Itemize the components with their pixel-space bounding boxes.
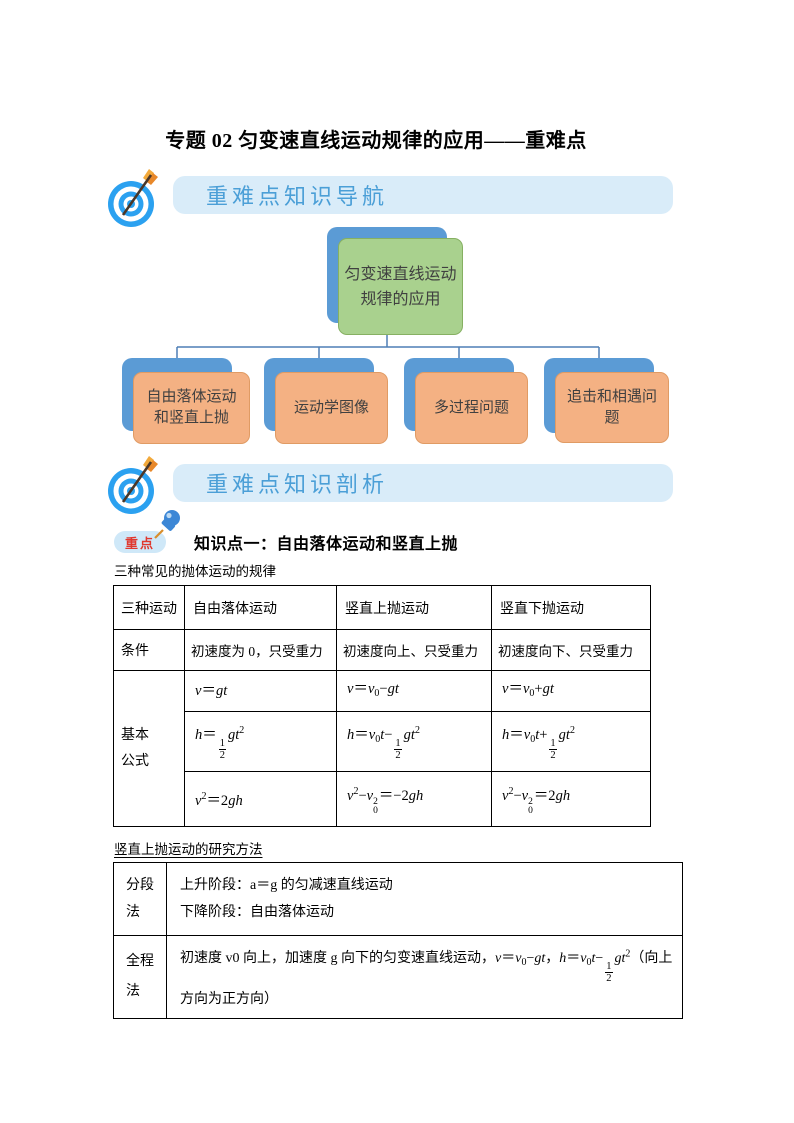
formula: v＝gt xyxy=(195,683,228,699)
banner-nav-label: 重难点知识导航 xyxy=(206,184,389,209)
flow-child-node-2: 运动学图像 xyxy=(275,372,388,444)
flow-root-node: 匀变速直线运动 规律的应用 xyxy=(338,238,463,335)
flow-root-label: 匀变速直线运动 规律的应用 xyxy=(344,265,457,308)
three-motions-table: 三种运动 自由落体运动 竖直上抛运动 竖直下抛运动 条件 初速度为 0，只受重力… xyxy=(113,585,651,827)
method-table: 分段 法 上升阶段：a＝g 的匀减速直线运动 下降阶段：自由落体运动 全程 法 … xyxy=(113,862,683,1019)
formula-cell: v＝gt xyxy=(184,670,337,712)
header-cell: 竖直上抛运动 xyxy=(336,585,492,630)
table-cell: 初速度 v0 向上，加速度 g 向下的匀变速直线运动，v＝v0−gt，h＝v0t… xyxy=(166,935,683,1019)
flow-child-node-1: 自由落体运动 和竖直上抛 xyxy=(133,372,250,444)
page-title: 专题 02 匀变速直线运动规律的应用——重难点 xyxy=(165,130,587,152)
pushpin-icon xyxy=(154,510,180,539)
table-cell: 初速度向上、只受重力 xyxy=(336,629,492,671)
segment-method-row: 分段 法 上升阶段：a＝g 的匀减速直线运动 下降阶段：自由落体运动 xyxy=(113,862,683,936)
formula-cell: v2＝2gh xyxy=(184,771,337,827)
header-cell: 自由落体运动 xyxy=(184,585,337,630)
header-cell: 三种运动 xyxy=(113,585,185,630)
formula-row-v: 基本 公式 v＝gt v＝v0−gt v＝v0+gt xyxy=(113,670,651,827)
table-header-row: 三种运动 自由落体运动 竖直上抛运动 竖直下抛运动 xyxy=(113,585,651,630)
section-label-three-motions: 三种常见的抛体运动的规律 xyxy=(114,564,276,579)
flow-child-node-4: 追击和相遇问 题 xyxy=(555,372,669,443)
formula: v2＝2gh xyxy=(195,791,243,809)
banner-analysis: 重难点知识剖析 xyxy=(173,464,673,502)
formula: v＝v0+gt xyxy=(502,680,554,699)
condition-row: 条件 初速度为 0，只受重力 初速度向上、只受重力 初速度向下、只受重力 xyxy=(113,629,651,671)
formula: v＝v0−gt xyxy=(347,680,399,699)
flow-connector-lines xyxy=(176,335,600,359)
table-cell: 初速度为 0，只受重力 xyxy=(184,629,337,671)
method-line-down: 下降阶段：自由落体运动 xyxy=(180,905,334,920)
formula-group-label: 基本 公式 xyxy=(113,670,185,827)
flow-child-label: 追击和相遇问 题 xyxy=(566,388,657,426)
formula-cell: v＝v0+gt xyxy=(491,670,651,712)
flow-child-label: 运动学图像 xyxy=(293,399,369,416)
table-cell: 初速度向下、只受重力 xyxy=(491,629,651,671)
section-label-method: 竖直上抛运动的研究方法 xyxy=(114,842,263,857)
target-dart-icon xyxy=(108,456,158,514)
header-cell: 竖直下抛运动 xyxy=(491,585,651,630)
formula: 初速度 v0 向上，加速度 g 向下的匀变速直线运动，v＝v0−gt，h＝v0t… xyxy=(180,948,673,1008)
banner-analysis-label: 重难点知识剖析 xyxy=(206,472,389,497)
target-dart-icon xyxy=(108,169,158,227)
row-label-cell: 全程 法 xyxy=(113,935,167,1019)
flow-child-label: 多过程问题 xyxy=(433,399,509,416)
table-cell: 上升阶段：a＝g 的匀减速直线运动 下降阶段：自由落体运动 xyxy=(166,862,683,936)
flow-child-label: 自由落体运动 和竖直上抛 xyxy=(146,389,237,426)
whole-method-row: 全程 法 初速度 v0 向上，加速度 g 向下的匀变速直线运动，v＝v0−gt，… xyxy=(113,935,683,1019)
banner-nav: 重难点知识导航 xyxy=(173,176,673,214)
row-label-cell: 条件 xyxy=(113,629,185,671)
flow-child-node-3: 多过程问题 xyxy=(415,372,528,444)
knowledge-point-heading: 知识点一：自由落体运动和竖直上抛 xyxy=(194,536,459,553)
formula-cell: v＝v0−gt xyxy=(336,670,492,712)
row-label-cell: 分段 法 xyxy=(113,862,167,936)
method-line-up: 上升阶段：a＝g 的匀减速直线运动 xyxy=(180,878,393,893)
keypoint-badge: 重点 xyxy=(114,531,166,553)
keypoint-badge-label: 重点 xyxy=(124,535,155,551)
